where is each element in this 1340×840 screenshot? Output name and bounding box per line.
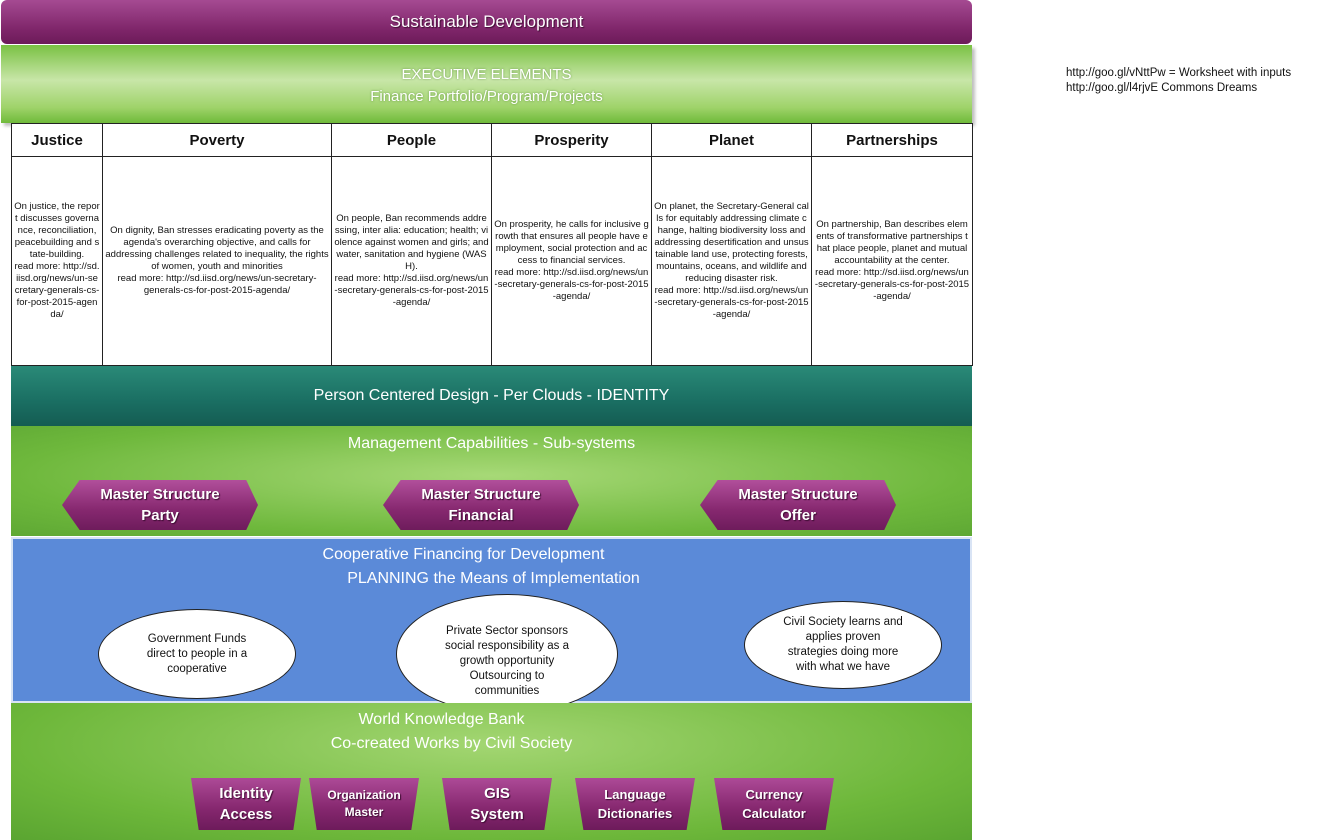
master-structure-financial-line1: Master Structure: [421, 486, 541, 503]
world-knowledge-bank-line1: World Knowledge Bank: [358, 711, 525, 728]
pillar-text-planet: On planet, the Secretary-General calls f…: [651, 156, 812, 366]
cooperative-financing-line2: PLANNING the Means of Implementation: [347, 570, 640, 587]
pillars-table: Justice Poverty People Prosperity Planet…: [11, 123, 973, 366]
diagram-title: Sustainable Development: [389, 12, 584, 31]
pillar-header-prosperity: Prosperity: [491, 123, 652, 157]
management-capabilities-title: Management Capabilities - Sub-systems: [347, 435, 636, 452]
pillar-text-people: On people, Ban recommends addressing, in…: [331, 156, 492, 366]
executive-elements-band: EXECUTIVE ELEMENTS Finance Portfolio/Pro…: [1, 45, 972, 123]
system-language-dictionaries-line1: Language: [604, 787, 666, 802]
system-identity-access: Identity Access: [191, 778, 301, 830]
system-organization-master-line1: Organization: [327, 788, 401, 802]
executive-elements-subtitle: Finance Portfolio/Program/Projects: [370, 88, 603, 105]
pillar-text-poverty: On dignity, Ban stresses eradicating pov…: [102, 156, 332, 366]
pillar-text-prosperity: On prosperity, he calls for inclusive gr…: [491, 156, 652, 366]
pillar-header-partnerships: Partnerships: [811, 123, 973, 157]
cooperative-financing-title: Cooperative Financing for Development PL…: [13, 543, 974, 591]
pillar-header-people: People: [331, 123, 492, 157]
system-currency-calculator: Currency Calculator: [714, 778, 834, 830]
system-organization-master: Organization Master: [309, 778, 419, 830]
pillar-text-partnerships: On partnership, Ban describes elements o…: [811, 156, 973, 366]
world-knowledge-bank-line2: Co-created Works by Civil Society: [330, 735, 573, 752]
master-structure-party: Master Structure Party: [62, 480, 258, 530]
master-structure-financial: Master Structure Financial: [383, 480, 579, 530]
title-banner: Sustainable Development: [1, 0, 972, 44]
system-identity-access-line2: Access: [219, 806, 273, 823]
world-knowledge-bank-band: World Knowledge Bank Co-created Works by…: [11, 703, 972, 840]
system-gis-line2: System: [470, 806, 524, 823]
master-structure-party-line2: Party: [141, 507, 179, 524]
system-language-dictionaries-line2: Dictionaries: [597, 806, 673, 821]
management-capabilities-band: Management Capabilities - Sub-systems Ma…: [11, 426, 972, 536]
pillar-text-justice: On justice, the report discusses governa…: [11, 156, 103, 366]
system-organization-master-line2: Master: [344, 805, 384, 819]
master-structure-party-line1: Master Structure: [100, 486, 220, 503]
pillar-header-justice: Justice: [11, 123, 103, 157]
executive-elements-title: EXECUTIVE ELEMENTS: [401, 66, 572, 83]
note-worksheet-link[interactable]: http://goo.gl/vNttPw = Worksheet with in…: [1066, 67, 1292, 79]
link-notes: http://goo.gl/vNttPw = Worksheet with in…: [1066, 66, 1291, 96]
identity-band-label: Person Centered Design - Per Clouds - ID…: [313, 387, 670, 404]
system-currency-calculator-line2: Calculator: [742, 806, 806, 821]
system-currency-calculator-line1: Currency: [745, 787, 803, 802]
identity-band: Person Centered Design - Per Clouds - ID…: [11, 366, 972, 426]
master-structure-offer-line1: Master Structure: [738, 486, 858, 503]
master-structure-offer: Master Structure Offer: [700, 480, 896, 530]
cooperative-financing-line1: Cooperative Financing for Development: [322, 546, 605, 563]
system-gis: GIS System: [442, 778, 552, 830]
bubble-civil-society: Civil Society learns and applies proven …: [744, 601, 942, 689]
note-commons-dreams-link[interactable]: http://goo.gl/l4rjvE Commons Dreams: [1066, 82, 1258, 94]
world-knowledge-bank-title: World Knowledge Bank Co-created Works by…: [11, 708, 972, 756]
system-language-dictionaries: Language Dictionaries: [575, 778, 695, 830]
master-structure-offer-line2: Offer: [780, 507, 816, 524]
system-identity-access-line1: Identity: [219, 785, 273, 802]
pillar-header-planet: Planet: [651, 123, 812, 157]
bubble-private-sector: Private Sector sponsors social responsib…: [396, 594, 618, 714]
master-structure-financial-line2: Financial: [448, 507, 514, 524]
bubble-government-funds: Government Funds direct to people in a c…: [98, 609, 296, 699]
pillar-header-poverty: Poverty: [102, 123, 332, 157]
cooperative-financing-band: Cooperative Financing for Development PL…: [11, 537, 974, 714]
system-gis-line1: GIS: [484, 785, 510, 802]
